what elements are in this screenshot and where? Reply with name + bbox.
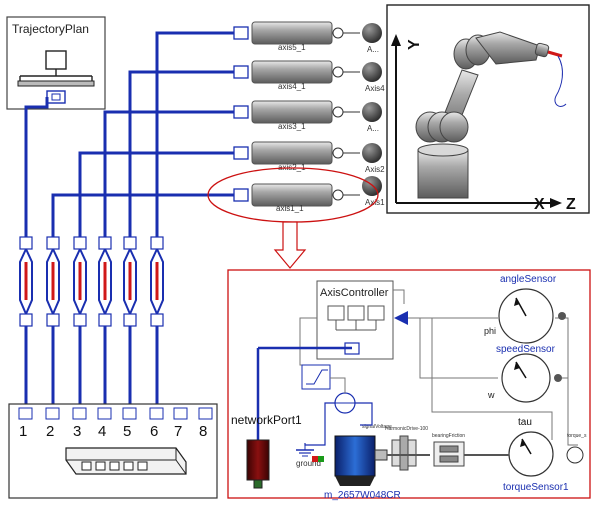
robot-base bbox=[418, 144, 468, 198]
sensor-label-5: A... bbox=[367, 45, 379, 54]
axis-block-5[interactable]: axis5_1 A... bbox=[234, 22, 382, 54]
axis-label-1: axis1_1 bbox=[276, 204, 304, 213]
network-port-label: networkPort1 bbox=[231, 413, 302, 427]
flex-joint-6[interactable] bbox=[151, 237, 163, 404]
axis-block-2[interactable]: axis2_1 Axis2 bbox=[234, 142, 385, 174]
switch-icon bbox=[66, 448, 186, 474]
axis-block-1[interactable]: axis1_1 Axis1 bbox=[234, 176, 385, 213]
phi-label: phi bbox=[484, 326, 496, 336]
angle-sensor-label: angleSensor bbox=[500, 274, 557, 285]
port-number-7: 7 bbox=[174, 423, 182, 440]
port-number-4: 4 bbox=[98, 423, 106, 440]
motor-label: m_2657W048CR bbox=[324, 490, 401, 501]
sensor-ball-4[interactable] bbox=[362, 62, 382, 82]
tau-label: tau bbox=[518, 417, 532, 428]
sensor-ball-2[interactable] bbox=[362, 143, 382, 163]
zoom-arrow bbox=[275, 222, 305, 268]
port-number-5: 5 bbox=[123, 423, 131, 440]
port-number-3: 3 bbox=[73, 423, 81, 440]
flex-joint-5[interactable] bbox=[124, 237, 136, 404]
flex-joint-2[interactable] bbox=[47, 237, 59, 404]
sensor-label-4: Axis4 bbox=[365, 84, 385, 93]
z-axis-label: Z bbox=[566, 196, 576, 213]
harmonic-drive-label: HarmonicDrive-100 bbox=[385, 426, 428, 432]
port-number-1: 1 bbox=[19, 423, 27, 440]
w-label: w bbox=[487, 390, 495, 400]
svg-text:Y: Y bbox=[406, 39, 423, 50]
bearing-friction-label: bearingFriction bbox=[432, 433, 465, 439]
axis-label-4: axis4_1 bbox=[278, 82, 306, 91]
limiter-block[interactable] bbox=[302, 365, 330, 389]
flex-joint-3[interactable] bbox=[74, 237, 86, 404]
torque-sensor-label: torqueSensor1 bbox=[503, 482, 569, 493]
sensor-ball-3[interactable] bbox=[362, 102, 382, 122]
axis-block-4[interactable]: axis4_1 Axis4 bbox=[234, 61, 385, 93]
sensor-ball-5[interactable] bbox=[362, 23, 382, 43]
flex-joint-4[interactable] bbox=[99, 237, 111, 404]
network-switch-block[interactable]: 1 2 3 4 5 6 7 8 bbox=[9, 404, 217, 498]
axis-controller-label: AxisController bbox=[320, 287, 389, 299]
axis-block-3[interactable]: axis3_1 A... bbox=[234, 101, 382, 133]
sensor-label-2: Axis2 bbox=[365, 165, 385, 174]
torque-output-label: torque_s bbox=[567, 433, 587, 439]
flex-transmissions bbox=[20, 237, 163, 404]
axis-label-3: axis3_1 bbox=[278, 122, 306, 131]
trajectory-plan-title: TrajectoryPlan bbox=[12, 22, 89, 36]
flex-joint-1[interactable] bbox=[20, 237, 32, 404]
planner-bus-connector[interactable] bbox=[47, 91, 65, 103]
port-number-8: 8 bbox=[199, 423, 207, 440]
axis-detail-panel: AxisController angleSensor bbox=[228, 270, 590, 501]
robot-view[interactable]: Y X Z bbox=[387, 5, 589, 213]
trajectory-plan-block[interactable]: TrajectoryPlan bbox=[7, 17, 105, 109]
x-axis-label: X bbox=[534, 196, 545, 213]
sensor-ball-1[interactable] bbox=[362, 176, 382, 196]
axis-label-5: axis5_1 bbox=[278, 43, 306, 52]
port-number-2: 2 bbox=[46, 423, 54, 440]
speed-sensor-label: speedSensor bbox=[496, 344, 556, 355]
port-number-6: 6 bbox=[150, 423, 158, 440]
sensor-label-3: A... bbox=[367, 124, 379, 133]
